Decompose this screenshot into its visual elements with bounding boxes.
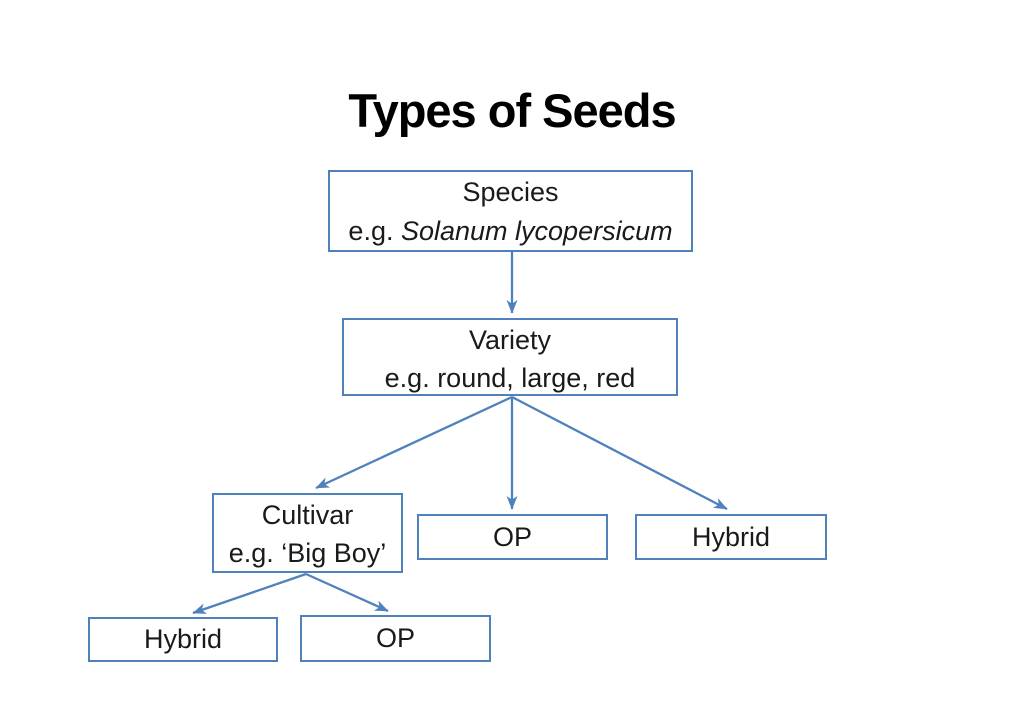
arrow-cultivar-op [305,572,389,613]
hybrid-bottom-label: Hybrid [143,624,223,654]
hybrid-mid-label: Hybrid [691,521,771,552]
node-op-bottom: OP [300,615,491,662]
variety-example: e.g. round, large, red [384,363,636,393]
node-variety: Variety e.g. round, large, red [342,318,678,396]
op-mid-label: OP [492,521,532,552]
arrow-variety-cultivar [315,395,513,490]
species-name: Species [462,177,559,207]
node-hybrid-bottom: Hybrid [88,617,278,662]
page-title: Types of Seeds [348,84,676,137]
node-hybrid-mid: Hybrid [635,514,827,560]
node-species: Species e.g. Solanum lycopersicum [328,170,693,252]
species-latin-name: Solanum lycopersicum [400,216,673,246]
node-cultivar: Cultivar e.g. ‘Big Boy’ [212,493,403,573]
cultivar-name: Cultivar [261,500,354,530]
cultivar-example: e.g. ‘Big Boy’ [228,538,387,568]
arrow-variety-hybrid [511,395,728,511]
arrow-cultivar-hybrid [192,572,307,615]
node-op-mid: OP [417,514,608,560]
op-bottom-label: OP [375,623,415,653]
variety-name: Variety [468,325,552,355]
species-example: e.g. Solanum lycopersicum [348,216,673,246]
